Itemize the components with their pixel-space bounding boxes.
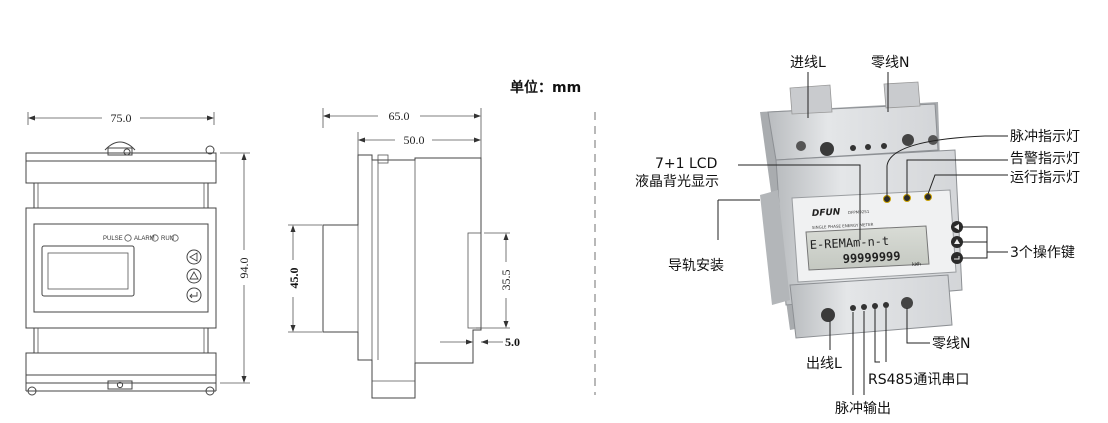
side-step-dimension: 5.0 [440,335,520,349]
label-output-L: 出线L [806,356,842,372]
photo-subtitle: SINGLE PHASE ENERGY METER [812,222,874,230]
label-lcd-line2: 液晶背光显示 [635,174,719,190]
side-total-depth-value: 65.0 [389,109,410,123]
front-width-value: 75.0 [111,111,132,125]
label-rs485: RS485通讯串口 [868,372,969,388]
front-height-value: 94.0 [237,258,251,279]
pulse-led-icon [124,234,132,242]
side-back-height-value: 35.5 [499,270,513,291]
callout-leaders [717,72,1008,395]
front-body: PULSE ALARM RUN [25,141,217,396]
enter-button-icon [186,287,202,303]
label-rail-mount: 导轨安装 [668,258,724,274]
label-pulse-output: 脉冲输出 [835,401,891,417]
side-back-height-dimension: 35.5 [476,232,513,329]
callout-labels: 进线L 零线N 脉冲指示灯 告警指示灯 运行指示灯 7+1 LCD 液晶背光显示… [635,55,1080,417]
alarm-led-icon [151,234,159,242]
label-alarm-led: 告警指示灯 [1010,151,1080,167]
label-input-L: 进线L [790,55,826,71]
led-label-pulse: PULSE [103,236,123,242]
label-lcd-line1: 7+1 LCD [655,156,717,172]
up-button-icon [186,268,202,284]
side-rail-height-value: 45.0 [287,268,301,289]
side-view: 65.0 50.0 [287,108,520,399]
front-height-dimension: 94.0 [220,152,251,384]
label-neutral-in: 零线N [871,55,909,71]
unit-label: 单位：mm [510,79,581,96]
label-run-led: 运行指示灯 [1010,170,1080,186]
label-buttons: 3个操作键 [1010,245,1075,261]
photo-pulse-led [883,195,891,203]
front-view: 75.0 PULSE ALARM RUN [25,111,251,396]
photo-run-led [924,193,932,201]
front-width-dimension: 75.0 [27,111,215,125]
label-pulse-led: 脉冲指示灯 [1010,129,1080,145]
photo-lcd-unit: kWh [912,262,921,268]
photo-model: DFPM92S1 [848,209,870,215]
led-label-run: RUN [161,236,174,242]
photo-alarm-led [903,194,911,202]
photo-brand: DFUN [812,207,841,219]
label-neutral-out: 零线N [932,336,970,352]
side-front-depth-dimension: 50.0 [357,132,481,155]
side-step-value: 5.0 [505,335,520,349]
photo-enter-button-icon [951,252,963,264]
side-front-depth-value: 50.0 [404,133,425,147]
photo-lcd-line1: E-REMAm-n-t [809,234,889,252]
photo-lcd-screen [805,225,930,271]
run-led-icon [171,234,179,242]
side-body [322,154,482,399]
left-button-icon [186,249,202,265]
product-photo: DFUN DFPM92S1 SINGLE PHASE ENERGY METER … [760,81,963,339]
photo-lcd-line2: 99999999 [842,249,900,266]
side-total-depth-dimension: 65.0 [322,108,482,158]
led-label-alarm: ALARM [134,236,155,242]
side-rail-height-dimension: 45.0 [287,224,322,333]
